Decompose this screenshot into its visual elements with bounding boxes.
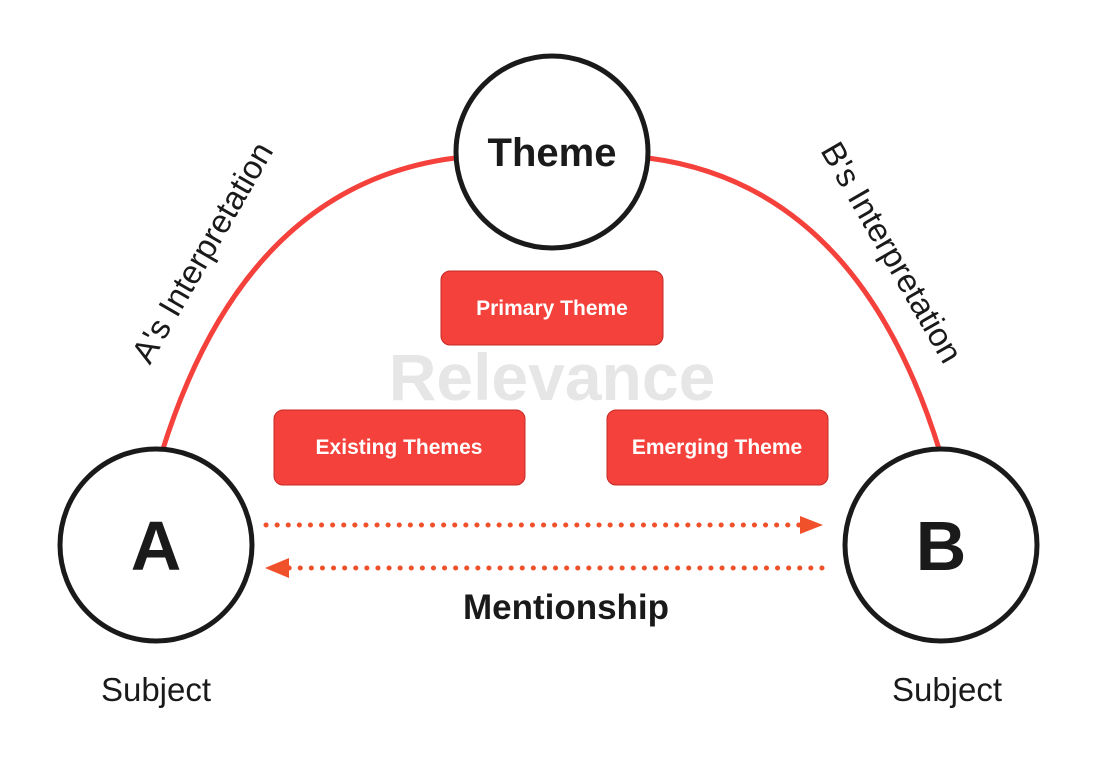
arc-a-interpretation xyxy=(159,155,456,453)
relevance-watermark: Relevance xyxy=(389,340,716,414)
emerging-theme-tag: Emerging Theme xyxy=(606,409,829,486)
arrow-b-to-a-head xyxy=(265,558,289,578)
arc-b-interpretation xyxy=(647,155,943,453)
existing-themes-box xyxy=(273,409,526,486)
subject-b-circle xyxy=(842,446,1040,644)
subject-a-node: A xyxy=(57,446,255,644)
arrow-a-to-b xyxy=(263,516,823,534)
subject-b-label: B xyxy=(916,507,967,585)
subject-a-circle xyxy=(57,446,255,644)
subject-b-node: B xyxy=(842,446,1040,644)
arrow-b-to-a xyxy=(265,558,825,578)
existing-themes-label: Existing Themes xyxy=(316,436,483,459)
theme-node: Theme xyxy=(453,53,651,251)
subject-b-caption: Subject xyxy=(892,671,1002,708)
theme-node-label: Theme xyxy=(488,131,617,175)
primary-theme-label: Primary Theme xyxy=(476,297,628,320)
subject-a-label: A xyxy=(131,507,182,585)
emerging-theme-box xyxy=(606,409,829,486)
existing-themes-tag: Existing Themes xyxy=(273,409,526,486)
theme-node-circle xyxy=(453,53,651,251)
arrow-a-to-b-head xyxy=(800,516,823,534)
arc-label-a: A's Interpretation xyxy=(124,135,280,369)
subject-a-caption: Subject xyxy=(101,671,211,708)
emerging-theme-label: Emerging Theme xyxy=(632,436,802,459)
primary-theme-tag: Primary Theme xyxy=(440,270,664,346)
mentionship-label: Mentionship xyxy=(463,588,669,627)
primary-theme-box xyxy=(440,270,664,346)
